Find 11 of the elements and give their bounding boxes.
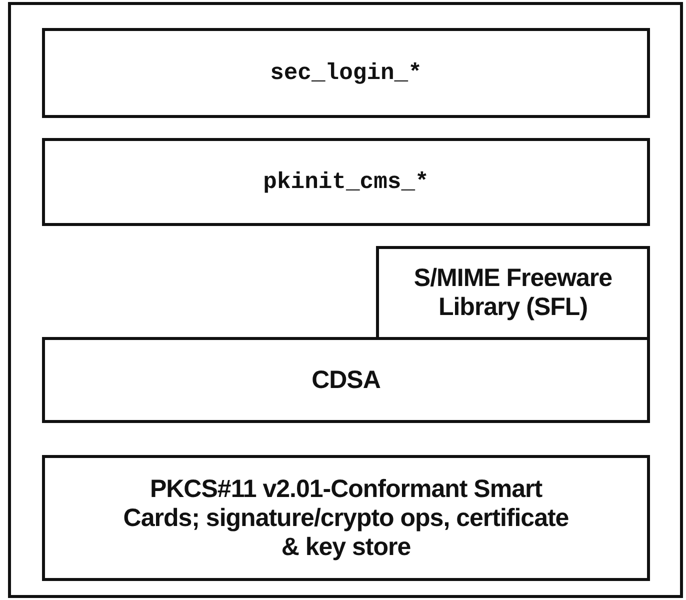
layer-box <box>376 246 650 340</box>
layer-box <box>42 337 650 423</box>
layer-label: S/MIME Freeware Library (SFL) <box>412 264 614 322</box>
frame-border <box>8 2 683 598</box>
layer-box <box>42 138 650 226</box>
layer-box <box>42 28 650 118</box>
layer-label: pkinit_cms_* <box>263 168 429 196</box>
layer-label: sec_login_* <box>270 58 422 88</box>
layer-label: CDSA <box>312 366 380 394</box>
layer-box <box>42 455 650 581</box>
layer-label: PKCS#11 v2.01-Conformant Smart Cards; signature/crypto ops, certificate & key store <box>122 474 570 562</box>
